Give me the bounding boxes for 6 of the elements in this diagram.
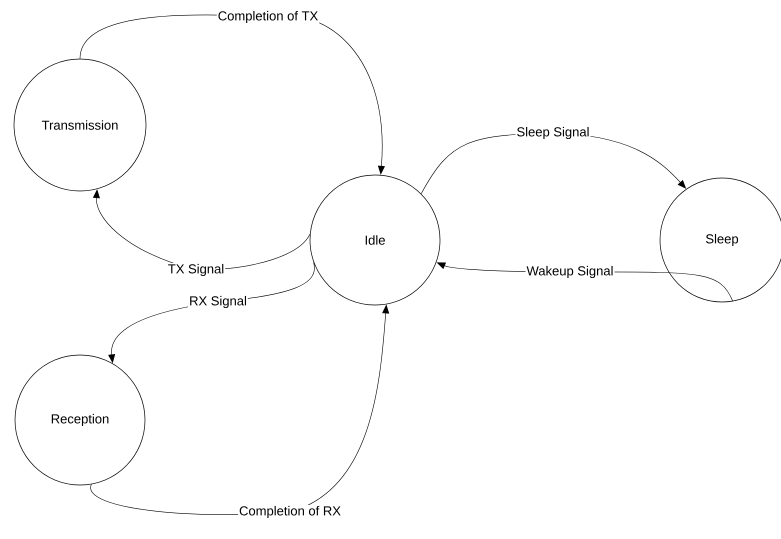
edge-label: Completion of RX bbox=[238, 504, 342, 520]
edge-label: Completion of TX bbox=[216, 10, 320, 24]
edge-label: Wakeup Signal bbox=[526, 264, 614, 280]
edge-label: Sleep Signal bbox=[516, 126, 590, 140]
edge-label: RX Signal bbox=[188, 294, 248, 310]
edge-label: TX Signal bbox=[166, 262, 226, 278]
